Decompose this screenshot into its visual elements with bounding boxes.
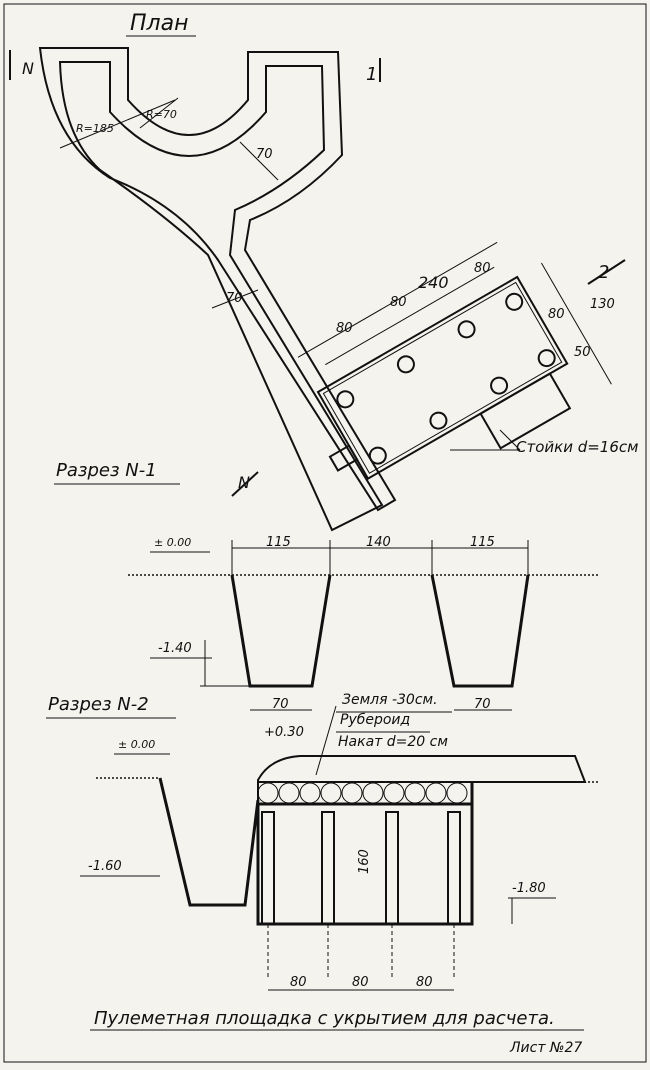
post [505,292,524,311]
section1-dim-middle: 140 [366,535,391,550]
roof-logs [257,781,473,805]
section1-trench-left [230,574,332,688]
branch-width: 70 [256,147,273,162]
posts-label: Стойки d=16см [516,438,638,456]
log-circles [257,782,468,804]
log [320,782,342,804]
branch-width-dim [239,141,279,181]
radius-outer: R=185 [76,122,114,135]
section1-trench-right [430,574,530,688]
section1-dim-right-top: 115 [470,535,495,550]
dim-top-80: 80 [474,261,491,276]
trench-width-dim [211,289,259,309]
dim-240: 240 [418,273,449,292]
sheet-number: Лист №27 [509,1040,582,1056]
radius-inner: R=70 [146,108,177,121]
section-mark-1: 1 [366,64,377,85]
roof-earth [257,755,587,783]
dim-low-80: 80 [336,321,353,336]
dim-right-130: 130 [590,297,615,312]
plan-title: План [130,11,188,36]
post [336,390,355,409]
shelter-plan [297,241,612,480]
post [429,411,448,430]
post-section [447,811,461,925]
cut-mark-left: N [22,59,34,78]
dim-mid-80: 80 [390,295,407,310]
post [368,446,387,465]
section2-title: Разрез N-2 [48,694,149,715]
section2-trench-left [158,777,260,907]
section1-level-zero: ± 0.00 [154,536,191,549]
layer-roofing: Рубероид [340,712,410,728]
post-section [385,811,399,925]
log [341,782,363,804]
post [537,349,556,368]
sheet-border [3,3,647,1063]
height-160: 160 [357,849,372,874]
cut-mark-2-tick [587,259,626,285]
radius-inner-leader [139,97,179,129]
trench-width: 70 [226,291,243,306]
section2-level-roof: +0.30 [264,725,304,740]
trench-outline-outer [38,47,397,512]
log [446,782,468,804]
log [257,782,279,804]
trench-outline-inner [58,61,384,532]
layer-logs: Накат d=20 см [338,734,448,750]
section2-dim-80-a: 80 [290,975,307,990]
section2-level-left: -1.60 [88,859,122,874]
shelter-inner [322,281,563,474]
section1-level-depth: -1.40 [158,641,192,656]
dim-line-130 [541,262,612,385]
section1-dim-right-bottom: 70 [474,697,491,712]
log [425,782,447,804]
section2-dim-80-c: 80 [416,975,433,990]
section2-level-right: -1.80 [512,881,546,896]
posts-leader [499,429,521,451]
log [383,782,405,804]
layer-leader [315,705,337,776]
log [362,782,384,804]
caption: Пулеметная площадка с укрытием для расче… [94,1008,555,1029]
section1-title: Разрез N-1 [56,460,157,481]
post [396,355,415,374]
shelter-passage [328,444,359,472]
shelter-entrance [479,372,572,450]
radius-outer-leader [59,99,176,149]
section1-dim-left-bottom: 70 [272,697,289,712]
dim-line-240 [297,241,498,358]
layer-earth: Земля -30см. [342,692,438,708]
cut-mark-bottom-tick [231,471,259,497]
post-section [261,811,275,925]
section2-level-zero: ± 0.00 [118,738,155,751]
dim-line-80s [325,266,495,366]
dim-right-50: 50 [574,345,591,360]
post [490,376,509,395]
post [457,320,476,339]
shelter-outline [316,275,569,480]
log [299,782,321,804]
section1-dim-left-top: 115 [266,535,291,550]
log [278,782,300,804]
post-section [321,811,335,925]
section2-dim-80-b: 80 [352,975,369,990]
dim-right-80: 80 [548,307,565,322]
log [404,782,426,804]
section-mark-2: 2 [598,262,609,283]
